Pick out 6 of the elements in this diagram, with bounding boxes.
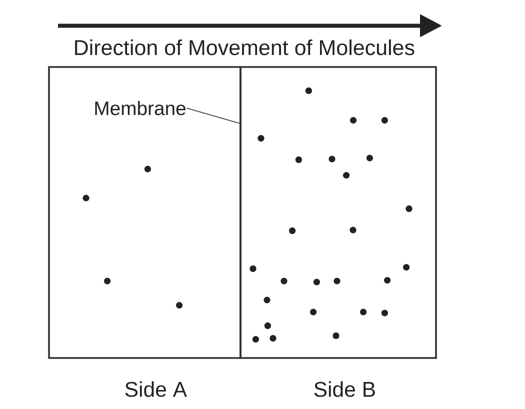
direction-label: Direction of Movement of Molecules	[75, 39, 414, 56]
side-label: Side A	[125, 381, 187, 397]
membrane-line	[240, 67, 242, 358]
membrane-label: Membrane	[95, 100, 186, 116]
leader-line	[186, 108, 240, 124]
side-label: Side B	[314, 381, 375, 397]
